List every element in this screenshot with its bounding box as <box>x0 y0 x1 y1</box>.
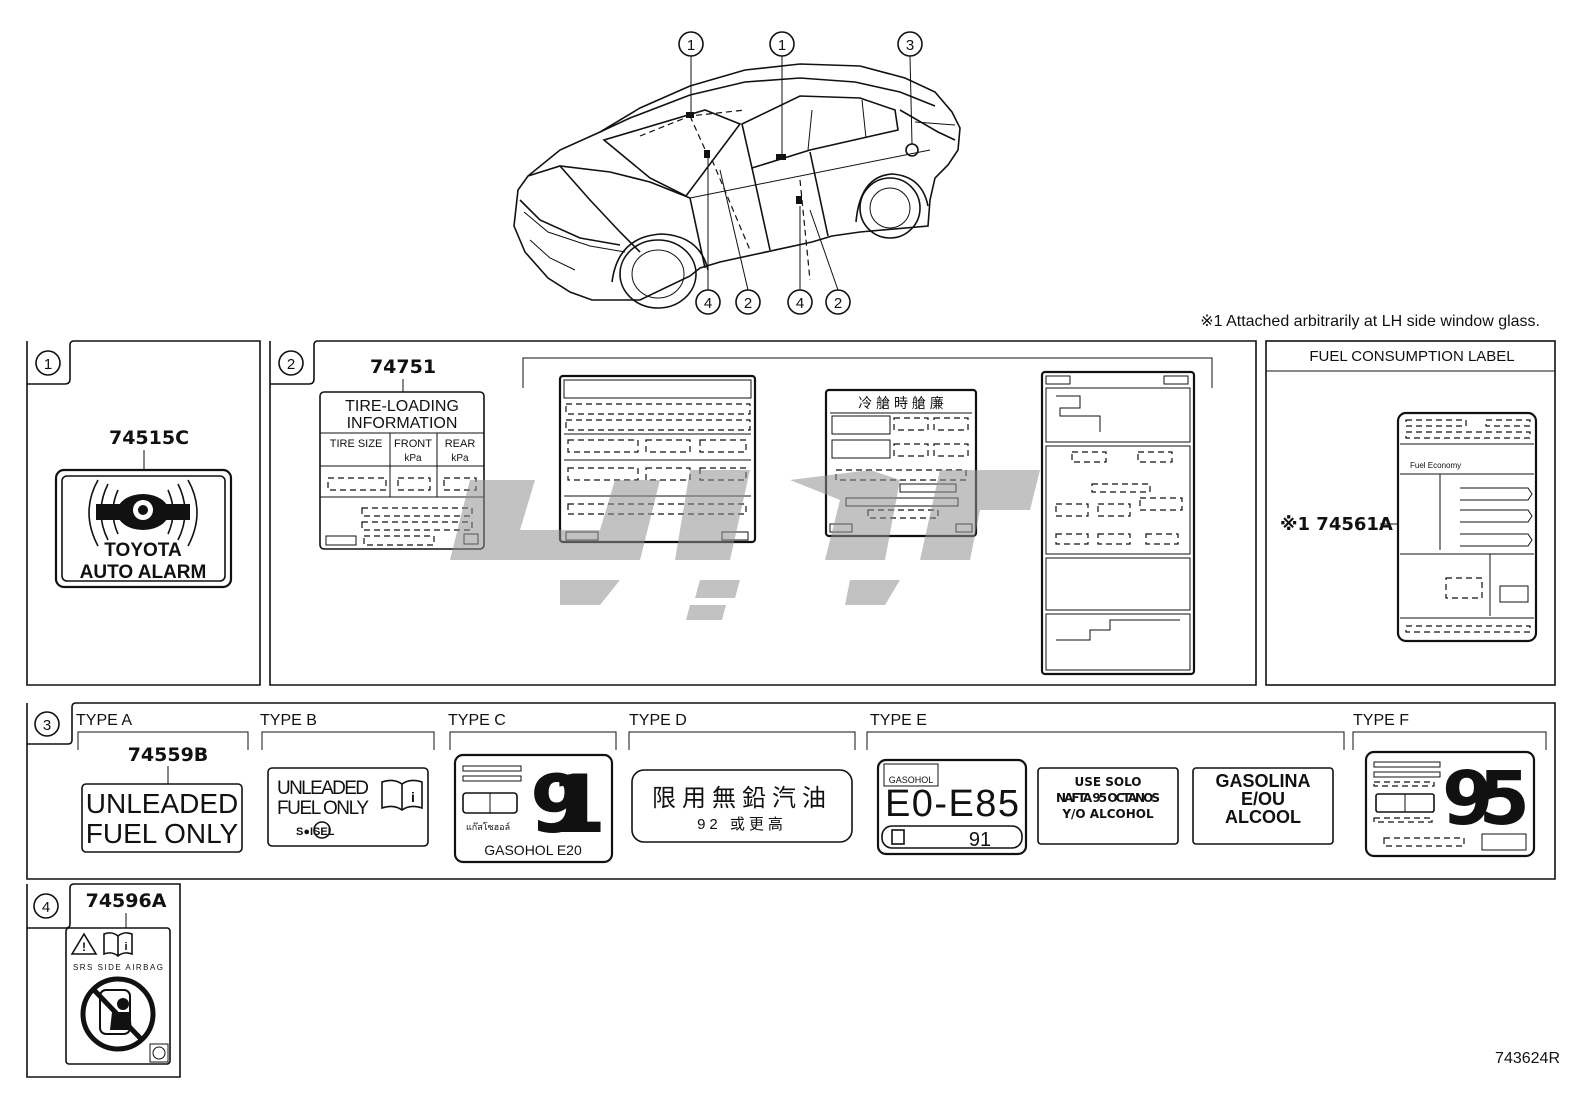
type-c-bottom: GASOHOL E20 <box>484 842 582 858</box>
type-f-number: 95 <box>1442 756 1530 842</box>
svg-text:3: 3 <box>906 37 914 54</box>
type-d-line2: 92 或更高 <box>697 816 787 833</box>
callout-1a: 1 <box>678 31 704 57</box>
part-74559B: 74559B <box>128 744 209 766</box>
type-e2-line3: Y/O ALCOHOL <box>1061 807 1154 821</box>
panel-1-number: 1 <box>44 356 52 373</box>
part-74751: 74751 <box>370 356 436 378</box>
type-b-logo: S●ISEL <box>296 826 335 838</box>
col-tire-size: TIRE SIZE <box>330 438 383 450</box>
warning-triangle-icon: ! <box>70 932 98 955</box>
type-e3-line1: GASOLINA <box>1215 771 1310 791</box>
watermark-logo <box>450 470 1040 620</box>
type-a-title: TYPE A <box>76 712 132 729</box>
type-a-line2: FUEL ONLY <box>86 818 239 849</box>
callout-1b: 1 <box>769 31 795 57</box>
type-c-title: TYPE C <box>448 712 506 729</box>
tire-title-1: TIRE-LOADING <box>345 398 459 415</box>
part-74515C: 74515C <box>109 427 189 449</box>
svg-text:i: i <box>411 789 415 805</box>
manual-book-icon: i <box>381 779 423 811</box>
panel-1: 1 74515C TOYOTA AUTO ALARM <box>26 340 261 686</box>
type-b-line2: FUEL ONLY <box>277 798 369 819</box>
fuel-economy-text: Fuel Economy <box>1410 461 1461 470</box>
svg-text:4: 4 <box>796 295 804 312</box>
type-e-number: 91 <box>969 829 991 851</box>
panel-2: 2 74751 TIRE-LOADING INFORMATION TIRE SI… <box>269 340 1257 686</box>
col-front: FRONT <box>394 438 432 450</box>
type-b-line1: UNLEADED <box>277 778 369 799</box>
svg-text:i: i <box>124 941 127 953</box>
alarm-text-2: AUTO ALARM <box>80 562 207 583</box>
type-e-badge: GASOHOL <box>889 775 934 785</box>
panel-3-number: 3 <box>43 717 51 734</box>
callout-4a: 4 <box>695 289 721 315</box>
panel-4-number: 4 <box>42 899 50 916</box>
part-74561A: ※1 74561A <box>1280 514 1393 535</box>
type-e2-line2: NAFTA 95 OCTANOS <box>1056 791 1160 805</box>
callout-2a: 2 <box>735 289 761 315</box>
no-child-seat-icon <box>80 976 156 1052</box>
type-a-line1: UNLEADED <box>86 788 238 819</box>
manual-book-icon-srs: i <box>103 932 133 958</box>
type-f-title: TYPE F <box>1353 712 1409 729</box>
panel-2-number: 2 <box>287 356 295 373</box>
fuel-label-title: FUEL CONSUMPTION LABEL <box>1309 348 1514 365</box>
figure-id: 743624R <box>1495 1050 1560 1067</box>
panel-fuel: FUEL CONSUMPTION LABEL ※1 74561A Fuel Ec… <box>1265 340 1556 686</box>
callout-2b: 2 <box>825 289 851 315</box>
tire-title-2: INFORMATION <box>347 415 458 432</box>
callout-4b: 4 <box>787 289 813 315</box>
type-e3-line3: ALCOOL <box>1225 807 1301 827</box>
jp-header: 冷 艙 時 艙 廉 <box>858 395 944 411</box>
type-e-title: TYPE E <box>870 712 927 729</box>
col-rear: REAR <box>445 438 476 450</box>
window-glass-note: ※1 Attached arbitrarily at LH side windo… <box>1200 313 1540 330</box>
svg-text:!: ! <box>82 940 86 954</box>
part-74596A: 74596A <box>86 890 167 912</box>
type-e3-line2: E/OU <box>1241 789 1285 809</box>
type-d-line1: 限用無鉛汽油 <box>652 785 832 812</box>
type-c-thai: แก๊สโซฮอล์ <box>466 821 510 832</box>
svg-text:4: 4 <box>704 295 712 312</box>
alarm-icon <box>88 479 198 547</box>
svg-text:1: 1 <box>778 37 786 54</box>
alarm-text-1: TOYOTA <box>104 540 182 561</box>
type-e2-line1: USE SOLO <box>1074 775 1141 789</box>
car-illustration <box>513 63 961 309</box>
col-front-unit: kPa <box>404 453 422 464</box>
type-e-main: E0-E85 <box>885 783 1019 825</box>
car-callouts: 1 1 3 4 2 4 2 <box>678 31 923 315</box>
type-d-title: TYPE D <box>629 712 687 729</box>
svg-text:2: 2 <box>834 295 842 312</box>
type-c-number: 91 <box>530 758 606 851</box>
svg-text:1: 1 <box>687 37 695 54</box>
srs-text: SRS SIDE AIRBAG <box>73 963 163 972</box>
panel-4: 4 74596A ! i SRS SIDE AIRBAG <box>26 883 181 1078</box>
col-rear-unit: kPa <box>451 453 469 464</box>
callout-3: 3 <box>897 31 923 57</box>
type-b-title: TYPE B <box>260 712 317 729</box>
svg-text:2: 2 <box>744 295 752 312</box>
panel-3: 3 TYPE A TYPE B TYPE C TYPE D TYPE E TYP… <box>26 702 1556 880</box>
